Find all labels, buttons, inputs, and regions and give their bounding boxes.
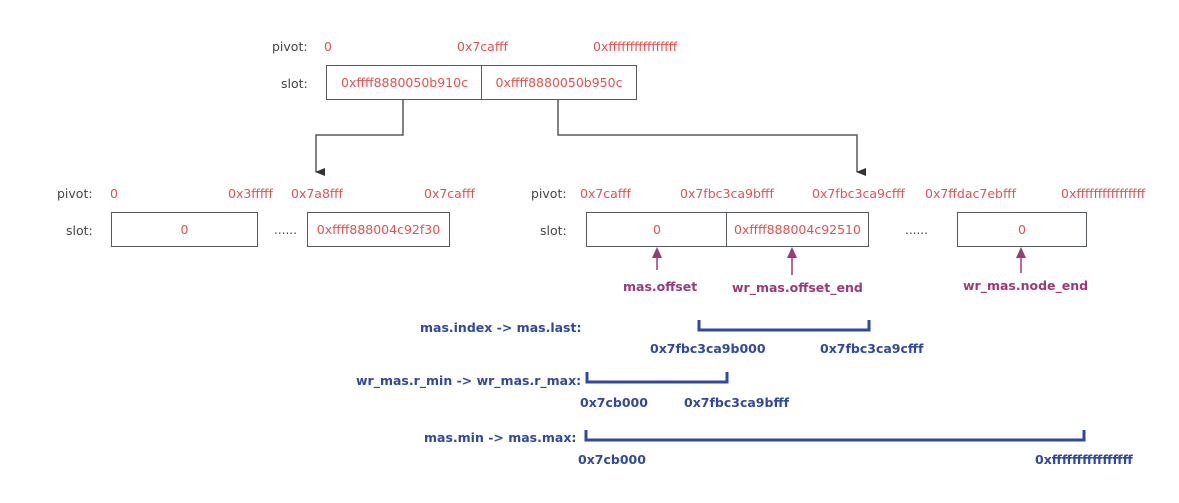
left-slot-last: 0xffff888004c92f30 [307,212,450,247]
root-pivot-label: pivot: [272,39,308,54]
pointer-arrow-mas-offset [652,247,662,270]
right-slot-end: 0 [957,212,1087,247]
root-pivot-1: 0x7cafff [457,39,508,54]
range-label-index-last: mas.index -> mas.last: [420,320,582,335]
left-pivot-2: 0x7a8fff [291,186,343,201]
right-slot-1: 0xffff888004c92510 [726,212,869,247]
range-end-rmin-rmax: 0x7fbc3ca9bfff [684,395,790,410]
range-bracket-min-max [584,430,1086,442]
right-pivot-3: 0x7ffdac7ebfff [925,186,1016,201]
root-slot-label: slot: [281,76,308,91]
left-ellipsis: ...... [274,223,297,237]
pointer-label-node-end: wr_mas.node_end [963,278,1089,293]
right-ellipsis: ...... [905,223,928,237]
root-slot-0: 0xffff8880050b910c [326,65,483,100]
left-slot-label: slot: [66,223,93,238]
left-pivot-3: 0x7cafff [424,186,475,201]
right-pivot-label: pivot: [531,186,567,201]
range-label-rmin-rmax: wr_mas.r_min -> wr_mas.r_max: [356,373,582,388]
pointer-arrow-offset-end [787,247,797,275]
right-pivot-2: 0x7fbc3ca9cfff [812,186,905,201]
range-start-min-max: 0x7cb000 [578,452,646,467]
left-pivot-label: pivot: [57,186,93,201]
range-bracket-rmin-rmax [585,372,729,384]
pointer-label-mas-offset: mas.offset [623,279,698,294]
child-pointer-arrow-right [557,100,866,176]
range-end-index-last: 0x7fbc3ca9cfff [820,341,924,356]
child-pointer-arrow-left [315,100,404,176]
range-start-index-last: 0x7fbc3ca9b000 [650,341,766,356]
left-pivot-0: 0 [110,186,118,201]
right-slot-0: 0 [586,212,728,247]
root-pivot-0: 0 [324,39,332,54]
pointer-label-offset-end: wr_mas.offset_end [732,280,863,295]
left-slot-0: 0 [111,212,258,247]
pointer-arrow-node-end [1016,247,1026,273]
right-pivot-4: 0xffffffffffffffff [1061,186,1146,201]
root-slot-1: 0xffff8880050b950c [481,65,637,100]
right-pivot-1: 0x7fbc3ca9bfff [680,186,774,201]
range-bracket-index-last [697,320,871,332]
right-pivot-0: 0x7cafff [580,186,631,201]
range-label-min-max: mas.min -> mas.max: [424,430,577,445]
right-slot-label: slot: [540,223,567,238]
root-pivot-2: 0xffffffffffffffff [593,39,678,54]
range-end-min-max: 0xffffffffffffffff [1035,452,1133,467]
range-start-rmin-rmax: 0x7cb000 [580,395,648,410]
left-pivot-1: 0x3fffff [228,186,273,201]
